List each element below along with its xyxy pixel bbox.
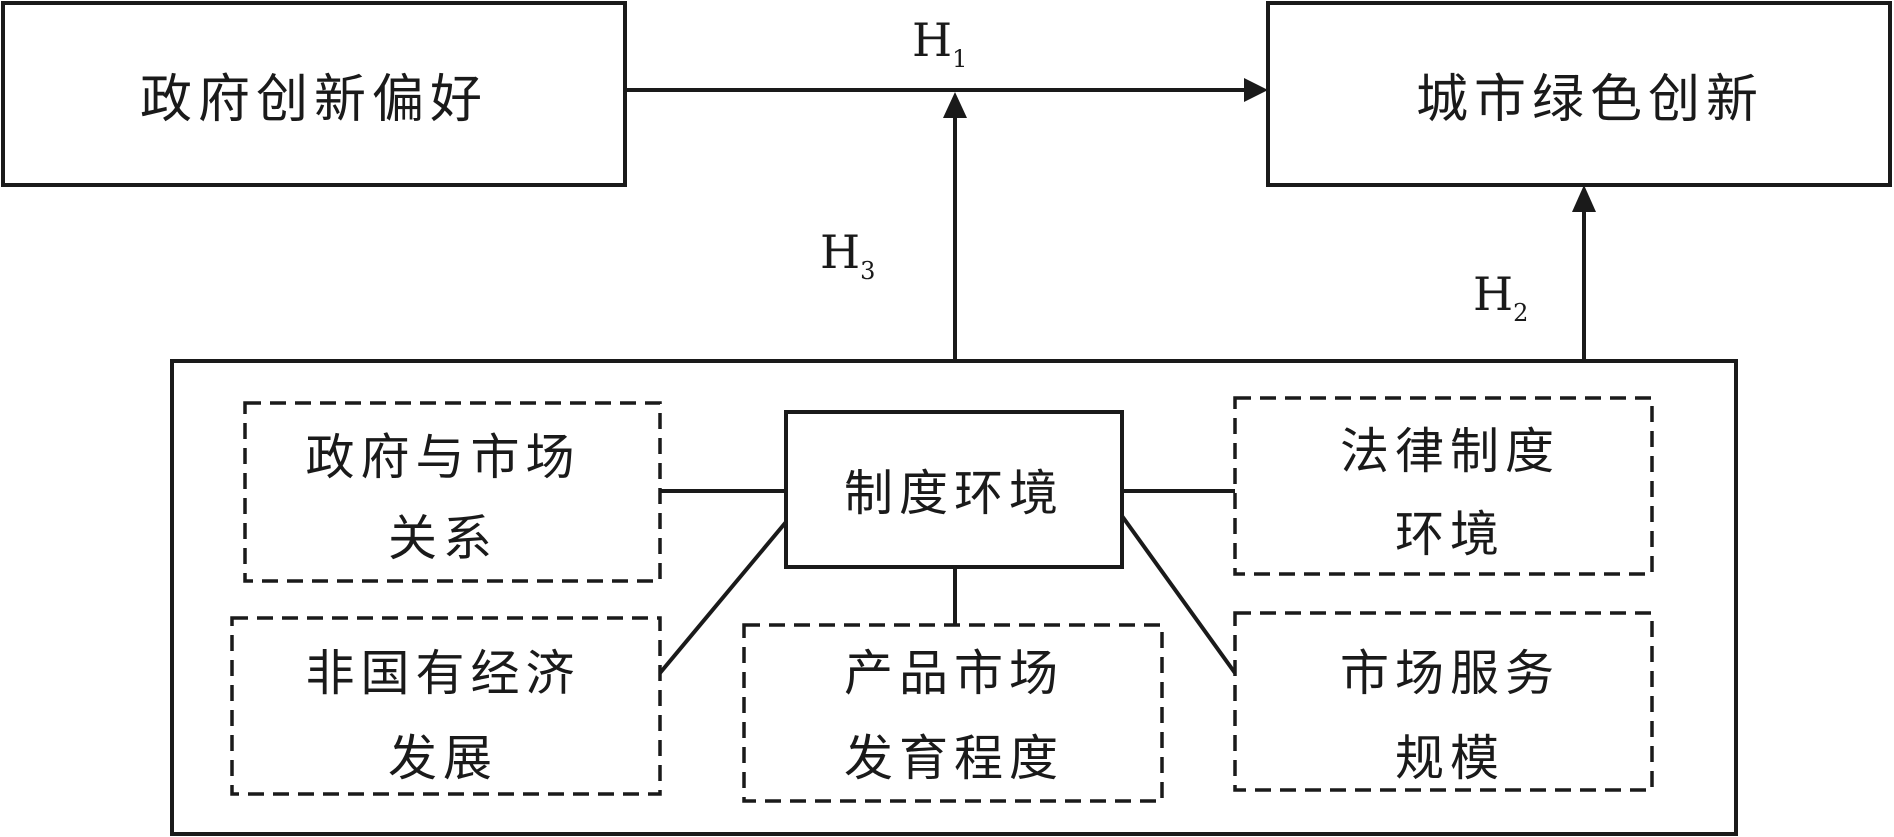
product-market-box <box>742 623 1164 803</box>
connector-market-service <box>1120 514 1237 675</box>
institution-label: 制度环境 <box>844 465 1064 522</box>
h1-arrow-head <box>1244 78 1268 102</box>
market-service-box <box>1233 611 1654 792</box>
h3-arrow-head <box>943 92 967 118</box>
non-state-box <box>230 616 662 796</box>
legal-label-2: 环境 <box>1395 506 1505 563</box>
urban-green-box <box>1266 1 1892 187</box>
gov-preference-box <box>1 1 627 187</box>
gov-market-label-1: 政府与市场 <box>305 429 580 486</box>
non-state-label-1: 非国有经济 <box>305 645 580 702</box>
non-state-label-2: 发展 <box>388 730 498 787</box>
market-service-label-1: 市场服务 <box>1340 645 1560 702</box>
h3-label: H3 <box>820 225 875 285</box>
h1-label: H1 <box>912 13 967 73</box>
product-market-label-2: 发育程度 <box>844 730 1064 787</box>
legal-box <box>1233 396 1654 576</box>
h2-label: H2 <box>1473 267 1528 327</box>
product-market-label-1: 产品市场 <box>844 645 1064 702</box>
h2-arrow-head <box>1572 185 1596 212</box>
gov-market-box <box>243 401 662 583</box>
gov-market-label-2: 关系 <box>388 510 498 567</box>
gov-preference-label: 政府创新偏好 <box>140 70 488 130</box>
institution-box <box>784 410 1124 569</box>
market-service-label-2: 规模 <box>1395 730 1505 787</box>
legal-label-1: 法律制度 <box>1340 423 1560 480</box>
connector-non-state <box>658 520 788 675</box>
urban-green-label: 城市绿色创新 <box>1416 70 1764 130</box>
